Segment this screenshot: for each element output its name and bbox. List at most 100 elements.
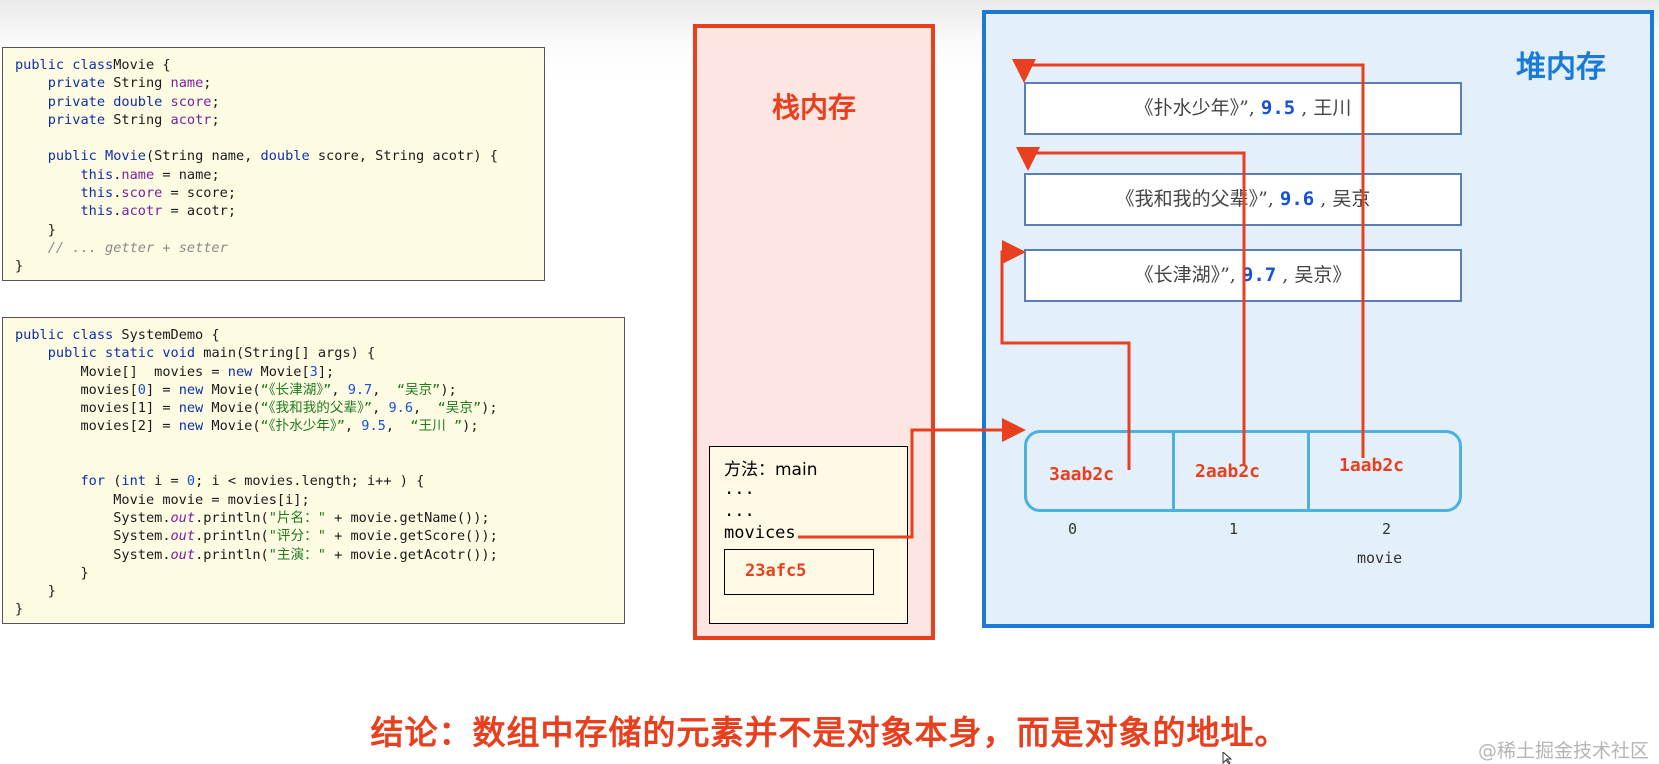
code-line: System.out.println("主演：" + movie.getAcot…: [15, 546, 612, 564]
movie-separator: ,: [1301, 97, 1308, 119]
code-line: this.acotr = acotr;: [15, 202, 532, 220]
stack-to-array-arrow: [798, 418, 1026, 539]
code-token: movies[: [15, 381, 138, 398]
frame-address-box: 23afc5: [724, 549, 874, 595]
code-token: ,: [344, 418, 362, 435]
movie-title: 《扑水少年》”,: [1134, 97, 1255, 119]
code-token: new: [178, 400, 204, 417]
code-token: }: [15, 564, 89, 581]
code-token: score, String acotr) {: [309, 148, 498, 165]
code-token: this: [80, 203, 114, 220]
frame-method-label: 方法：main: [724, 460, 818, 480]
code-line: Movie movie = movies[i];: [15, 491, 612, 509]
code-token: }: [15, 583, 56, 600]
code-token: Movie movie = movies[i];: [15, 491, 310, 508]
movie-score: 9.7: [1241, 264, 1277, 286]
code-line: // ... getter + setter: [15, 239, 532, 257]
heap-memory-title: 堆内存: [1516, 50, 1606, 85]
code-token: ];: [317, 363, 335, 380]
code-token: );: [462, 418, 479, 435]
code-token: public class: [15, 327, 114, 343]
movie-score: 9.5: [1260, 97, 1296, 119]
code-token: Movie: [96, 148, 146, 165]
code-token: new: [178, 418, 204, 435]
code-token: ,: [413, 400, 438, 417]
conclusion-text: 结论：数组中存储的元素并不是对象本身，而是对象的地址。: [370, 713, 1289, 752]
code-token: score: [170, 93, 212, 110]
code-token: Movie(: [203, 381, 261, 398]
code-token: Movie[] movies =: [15, 363, 228, 380]
code-token: .: [113, 203, 122, 220]
code-token: ;: [203, 75, 212, 92]
code-token: public class: [15, 57, 114, 73]
movie-class-code: public classMovie { private String name;…: [2, 47, 545, 281]
code-line: Movie[] movies = new Movie[3];: [15, 363, 612, 381]
code-token: private: [47, 111, 106, 128]
code-token: String: [105, 111, 171, 128]
code-token: new: [227, 363, 253, 380]
code-token: new: [178, 381, 204, 398]
code-line: private String name;: [15, 74, 532, 92]
code-token: 0: [137, 381, 146, 398]
cell-2-to-object-1-arrow: [1012, 59, 1365, 458]
code-line: this.score = score;: [15, 184, 532, 202]
movie-object-1: 《扑水少年》”, 9.5 , 王川: [1024, 82, 1462, 135]
code-token: acotr: [121, 203, 163, 220]
code-token: main(String[] args) {: [195, 345, 376, 362]
code-token: public static void: [47, 345, 196, 362]
code-line: movies[1] = new Movie(“《我和我的父辈》”, 9.6, “…: [15, 399, 612, 417]
code-token: out: [170, 509, 196, 526]
code-token: }: [15, 601, 24, 618]
code-token: ] =: [145, 381, 179, 398]
movie-actor: 吴京》: [1294, 264, 1352, 286]
movie-title: 《长津湖》”,: [1134, 264, 1236, 286]
code-token: = name;: [154, 166, 220, 183]
movie-separator: ,: [1320, 188, 1327, 210]
code-line: movies[2] = new Movie(“《扑水少年》”, 9.5, “王川…: [15, 417, 612, 435]
code-token: movies[2] =: [15, 418, 179, 435]
code-line: public class SystemDemo {: [15, 326, 612, 344]
code-line: private double score;: [15, 93, 532, 111]
code-token: ,: [385, 418, 411, 435]
code-token: .println(: [195, 509, 269, 526]
code-token: .: [113, 166, 122, 183]
code-token: .println(: [195, 528, 269, 545]
code-token: }: [15, 258, 24, 275]
code-token: “《扑水少年》”: [260, 418, 345, 435]
code-token: );: [481, 400, 498, 417]
code-token: = acotr;: [162, 203, 237, 220]
code-token: + movie.getScore());: [325, 528, 498, 545]
code-token: this: [80, 166, 114, 183]
code-token: "评分：": [268, 528, 326, 545]
code-line: public Movie(String name, double score, …: [15, 147, 532, 165]
code-token: ,: [331, 381, 348, 398]
array-index-0: 0: [1068, 520, 1078, 538]
code-token: ,: [372, 381, 397, 398]
code-line: }: [15, 564, 612, 582]
array-cell-0-address: 3aab2c: [1049, 464, 1115, 485]
code-line: }: [15, 600, 612, 618]
code-token: + movie.getAcotr());: [325, 546, 498, 563]
array-cell-divider: [1172, 433, 1175, 509]
array-index-2: 2: [1382, 520, 1392, 538]
code-line: System.out.println("片名：" + movie.getName…: [15, 509, 612, 527]
code-token: String: [105, 75, 171, 92]
code-token: “吴京”: [437, 400, 482, 417]
array-cell-2-address: 1aab2c: [1339, 455, 1405, 476]
code-token: System.: [15, 546, 171, 563]
code-token: // ... getter + setter: [47, 239, 228, 256]
code-token: (String name,: [145, 148, 261, 165]
code-token: acotr: [170, 111, 212, 128]
frame-dots-1: ...: [724, 479, 755, 499]
code-token: “吴京”: [396, 381, 441, 398]
code-token: out: [170, 528, 196, 545]
code-token: name: [170, 75, 204, 92]
code-token: “王川 ”: [410, 418, 463, 435]
code-token: private: [47, 75, 106, 92]
code-token: System.: [15, 509, 171, 526]
code-token: .println(: [195, 546, 269, 563]
main-stack-frame: 方法：main ... ... movices 23afc5: [709, 446, 908, 624]
code-token: double: [260, 148, 310, 165]
code-token: Movie(: [203, 400, 261, 417]
code-token: ;: [211, 93, 220, 110]
